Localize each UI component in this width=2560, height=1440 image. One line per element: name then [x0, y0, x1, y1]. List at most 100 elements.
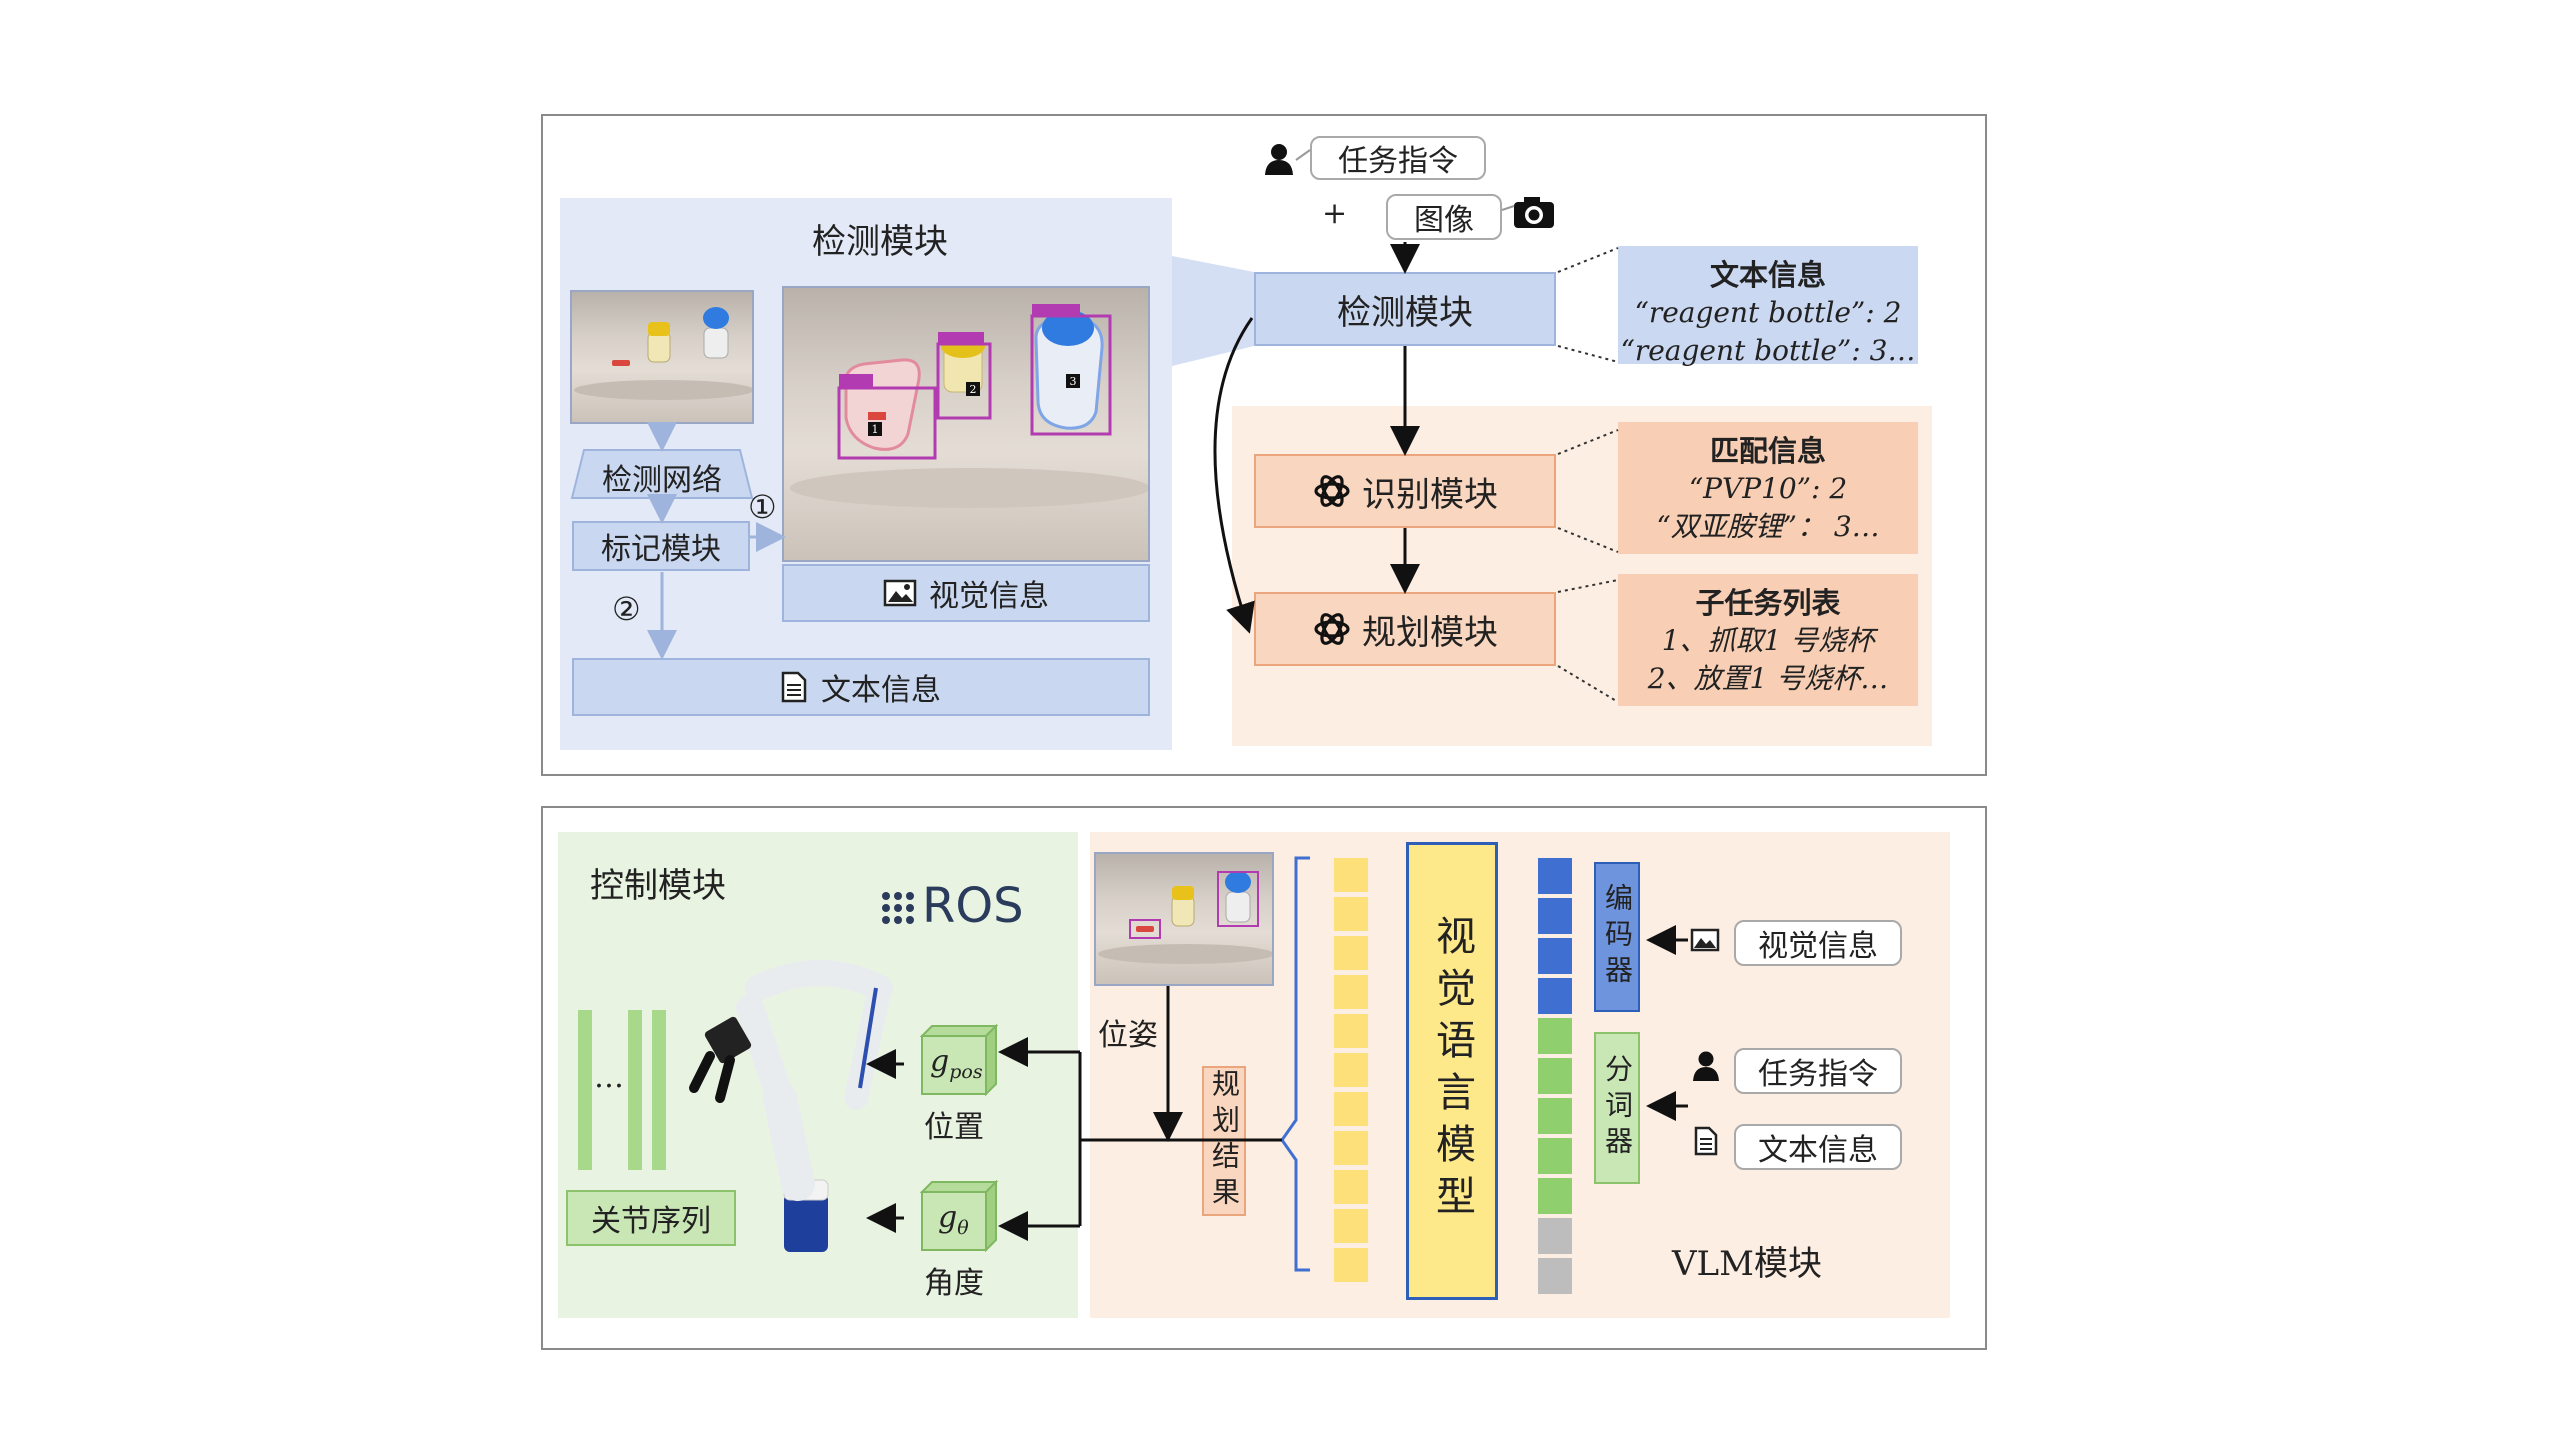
- joint-sequence-label: 关节序列: [591, 1204, 711, 1239]
- position-label: 位置: [924, 1110, 984, 1145]
- vlm-main-box: 视觉语言模型: [1406, 842, 1498, 1300]
- gpos-label: gpos: [930, 1044, 983, 1083]
- angle-label: 角度: [924, 1266, 984, 1301]
- gtheta-label: gθ: [938, 1200, 969, 1239]
- yellow-token: [1334, 936, 1368, 970]
- yellow-token: [1334, 1014, 1368, 1048]
- yellow-token: [1334, 975, 1368, 1009]
- text-info-result-line1: “reagent bottle”: 2: [1634, 296, 1902, 329]
- pose-scene-drawing: [1098, 871, 1272, 964]
- text-info-input-bubble: 文本信息: [1734, 1124, 1902, 1170]
- text-info-result-box: 文本信息 “reagent bottle”: 2 “reagent bottle…: [1618, 246, 1918, 367]
- user-icon: [1693, 1051, 1719, 1081]
- yellow-token: [1334, 858, 1368, 892]
- match-info-line1: “PVP10”: 2: [1688, 472, 1848, 505]
- yellow-token: [1334, 1092, 1368, 1126]
- recognize-module-label: 识别模块: [1362, 474, 1498, 515]
- image-label: 图像: [1414, 203, 1474, 238]
- tokenizer-box: 分词器: [1594, 1032, 1640, 1184]
- blue-token: [1538, 858, 1572, 894]
- gray-token: [1538, 1218, 1572, 1254]
- visual-info-label: 视觉信息: [929, 579, 1049, 614]
- recognize-module-box: 识别模块: [1254, 454, 1556, 528]
- document-icon: [781, 671, 807, 703]
- document-icon: [1694, 1126, 1718, 1156]
- gpos-sub: pos: [949, 1061, 983, 1083]
- visual-info-box: 视觉信息: [782, 564, 1150, 622]
- yellow-token: [1334, 1053, 1368, 1087]
- gpos-cube: [920, 1024, 998, 1096]
- joint-dots: …: [594, 1060, 624, 1095]
- photo-tag-1: 1: [872, 423, 879, 436]
- vlm-module-title: VLM模块: [1672, 1244, 1822, 1284]
- yellow-token: [1334, 897, 1368, 931]
- mark-module-box: 标记模块: [572, 521, 750, 571]
- yellow-token: [1334, 1209, 1368, 1243]
- embedding-token-column: [1538, 858, 1572, 1298]
- match-info-line2: “双亚胺锂”： 3…: [1656, 510, 1880, 543]
- gray-token: [1538, 1258, 1572, 1294]
- openai-logo-icon: [1314, 613, 1350, 645]
- photo-tag-3: 3: [1070, 375, 1077, 388]
- yellow-token: [1334, 1131, 1368, 1165]
- joint-bar-1: [578, 1010, 592, 1170]
- green-token: [1538, 1098, 1572, 1134]
- yellow-token: [1334, 1170, 1368, 1204]
- ros-label: ROS: [922, 878, 1024, 934]
- joint-bar-3: [652, 1010, 666, 1170]
- joint-sequence-box: 关节序列: [566, 1190, 736, 1246]
- blue-token: [1538, 938, 1572, 974]
- detect-module-box: 检测模块: [1254, 272, 1556, 346]
- user-icon: [1265, 144, 1293, 175]
- match-info-box: 匹配信息 “PVP10”: 2 “双亚胺锂”： 3…: [1618, 422, 1918, 554]
- image-bubble: 图像: [1386, 194, 1502, 240]
- plan-module-label: 规划模块: [1362, 612, 1498, 653]
- encoder-box: 编码器: [1594, 862, 1640, 1012]
- text-info-input-label: 文本信息: [1758, 1133, 1878, 1168]
- pose-scene-photo: [1094, 852, 1274, 986]
- detect-panel-title: 检测模块: [812, 222, 948, 262]
- detect-module-label: 检测模块: [1337, 292, 1473, 333]
- subtask-list-title: 子任务列表: [1695, 586, 1841, 620]
- green-token: [1538, 1058, 1572, 1094]
- plus-sign: +: [1322, 196, 1348, 231]
- gtheta-sub: θ: [957, 1217, 969, 1239]
- gtheta-cube: [920, 1180, 998, 1252]
- photo-tag-2: 2: [970, 383, 977, 396]
- text-info-result-title: 文本信息: [1709, 258, 1826, 292]
- small-scene-photo: [570, 290, 754, 424]
- green-token: [1538, 1178, 1572, 1214]
- control-module-title: 控制模块: [590, 866, 726, 906]
- robot-arm-icon: [689, 960, 893, 1252]
- detected-scene-photo: 1 2 3: [782, 286, 1150, 562]
- image-icon: [883, 579, 917, 607]
- blue-token: [1538, 978, 1572, 1014]
- task-instruction-input-bubble: 任务指令: [1734, 1048, 1902, 1094]
- detected-scene-drawing: 1 2 3: [790, 304, 1148, 508]
- encoder-label: 编码器: [1601, 883, 1634, 991]
- camera-icon: [1514, 197, 1554, 228]
- tokenizer-label: 分词器: [1601, 1054, 1634, 1162]
- ros-logo-icon: [882, 892, 914, 924]
- pose-label: 位姿: [1098, 1018, 1158, 1053]
- image-icon: [1690, 928, 1720, 952]
- green-token: [1538, 1138, 1572, 1174]
- detect-network-shape: [570, 449, 754, 499]
- text-info-bar-label: 文本信息: [821, 673, 941, 708]
- gtheta-main: g: [938, 1200, 958, 1235]
- visual-info-input-label: 视觉信息: [1758, 929, 1878, 964]
- joint-bar-2: [628, 1010, 642, 1170]
- detect-network-label: 检测网络: [602, 463, 722, 498]
- subtask-list-line2: 2、放置1 号烧杯…: [1647, 662, 1889, 695]
- yellow-token: [1334, 1248, 1368, 1282]
- task-instruction-label: 任务指令: [1338, 144, 1458, 179]
- small-scene-drawing: [574, 307, 752, 400]
- match-info-title: 匹配信息: [1709, 434, 1826, 468]
- circle-two-label: ②: [612, 590, 641, 628]
- text-info-bar: 文本信息: [572, 658, 1150, 716]
- text-info-result-line2: “reagent bottle”: 3…: [1620, 334, 1916, 367]
- task-instruction-input-label: 任务指令: [1758, 1057, 1878, 1092]
- gpos-main: g: [930, 1044, 950, 1079]
